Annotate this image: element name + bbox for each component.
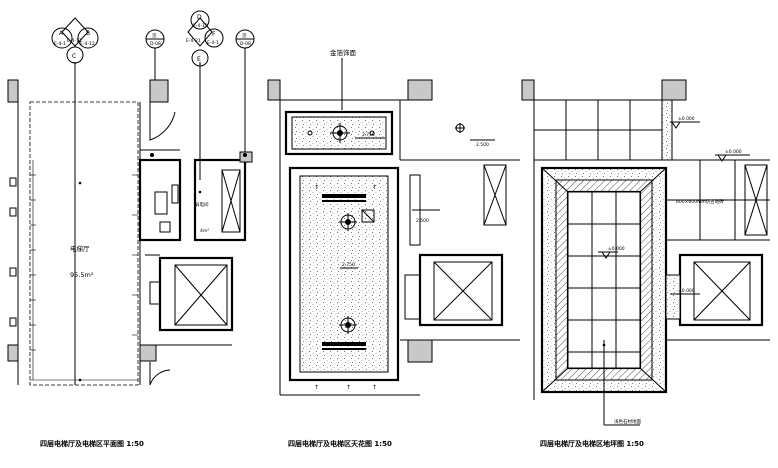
svg-text:↑: ↑ <box>314 184 319 191</box>
ceiling-elev-side-marker: 2.500 <box>455 123 495 148</box>
plan-floor-layout: 电梯厅 95.5m² 弱电间 4m² <box>7 79 253 386</box>
ceiling-elev-side-lower: 2.500 <box>416 218 429 224</box>
room-area: 4m² <box>200 228 209 234</box>
mark-side-ref: E-4-11 <box>67 38 82 44</box>
mark-b-ref: E-4-12 <box>80 41 95 47</box>
floor-elev-top: ±0.000 <box>678 116 695 122</box>
plan-ceiling-layout: 金箔饰面 2.750 <box>267 48 520 396</box>
floor-caption: 四层电梯厅及电梯区地坪图 1:50 <box>540 439 644 448</box>
mark-d-letter: D <box>197 14 202 21</box>
mark-b-letter: B <box>86 30 90 37</box>
hall-area: 95.5m² <box>70 271 94 279</box>
index-marker-abc: A B C E-4-1 E-4-12 E-4-11 <box>51 17 99 385</box>
plan-floor-finish: ±0.000 浅色石材地面 600×600mm仿古地砖 ±0.000 ±0.00… <box>521 79 770 426</box>
see-1-bottom: D-08 <box>150 41 161 47</box>
ceiling-medallion-mid <box>339 213 357 231</box>
mark-e-letter: E <box>197 56 201 63</box>
mark-d-ref: E-4-13 <box>193 23 208 29</box>
floor-bottom-note: 浅色石材地面 <box>614 418 641 425</box>
ceiling-elev-side-lower-marker: 2.500 <box>412 209 440 224</box>
ceiling-elev-center: 2.750 <box>342 262 355 268</box>
hall-label: 电梯厅 <box>70 244 90 253</box>
mark-a-letter: A <box>59 30 64 37</box>
ceiling-caption: 四层电梯厅及电梯区天花图 1:50 <box>288 439 392 448</box>
mark-side-ref-2: E-4-21 <box>186 38 201 44</box>
mark-f-ref: E-4-1 <box>207 40 219 46</box>
mark-f-letter: F <box>212 31 216 38</box>
mark-a-ref: E-4-1 <box>54 41 66 47</box>
see-2-bottom: D-08 <box>240 41 251 47</box>
ceiling-elev-upper: 2.750 <box>362 132 375 138</box>
floor-tile-note: 600×600mm仿古地砖 <box>676 198 724 205</box>
floor-elev-center: ±0.000 <box>608 246 625 252</box>
svg-text:↑: ↑ <box>346 384 351 391</box>
ceiling-top-label: 金箔饰面 <box>330 48 357 57</box>
dimension-ticks <box>30 160 138 381</box>
floor-elev-lift: ±0.000 <box>678 288 695 294</box>
see-2-top: 见 <box>242 33 247 39</box>
svg-text:↑: ↑ <box>314 384 319 391</box>
floor-elev-right: ±0.000 <box>725 149 742 155</box>
svg-text:↑: ↑ <box>372 384 377 391</box>
ceiling-medallion-upper <box>330 123 350 143</box>
upper-tile-grid <box>534 99 673 161</box>
svg-text:↑: ↑ <box>372 184 377 191</box>
plan-caption: 四层电梯厅及电梯区平面图 1:50 <box>40 439 144 448</box>
ceiling-medallion-low <box>339 316 357 334</box>
mark-c-letter: C <box>72 53 76 60</box>
room-label: 弱电间 <box>195 201 209 208</box>
see-1-top: 见 <box>152 33 157 39</box>
index-marker-def: D F E E-4-13 E-4-1 E-4-21 <box>186 10 224 180</box>
see-marker-2: 见 D-08 <box>235 29 255 155</box>
ceiling-elev-side: 2.500 <box>476 142 489 148</box>
